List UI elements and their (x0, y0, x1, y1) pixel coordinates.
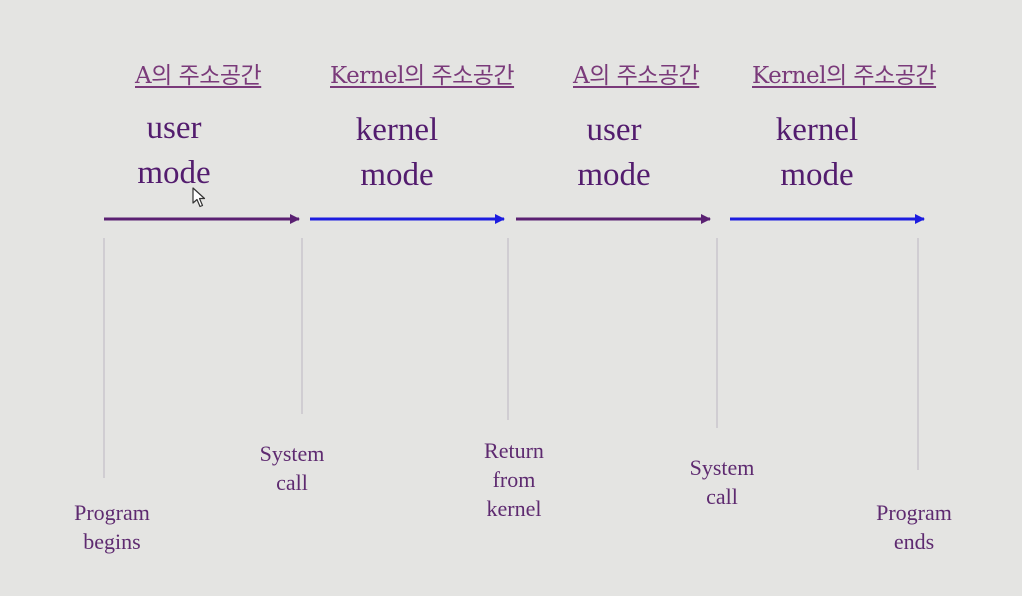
event-label-system-call-2: System call (676, 453, 768, 511)
mode-label-user-2: user mode (568, 108, 660, 198)
event-label-line: from (492, 467, 536, 492)
mode-label-user-1: user mode (128, 106, 220, 196)
event-label-line: kernel (486, 496, 542, 521)
event-label-line: call (276, 470, 308, 495)
address-space-label-3: A의 주소공간 (573, 63, 700, 89)
event-label-program-begins: Program begins (62, 498, 162, 556)
mode-label-line2: mode (577, 157, 651, 193)
address-space-label-1: A의 주소공간 (135, 63, 262, 89)
event-label-line: Program (74, 500, 150, 525)
mode-label-line2: mode (137, 155, 211, 191)
mode-label-line2: mode (360, 157, 434, 193)
mode-label-kernel-1: kernel mode (345, 108, 449, 198)
mouse-pointer-icon (192, 187, 206, 208)
mode-label-line1: kernel (775, 112, 859, 148)
mode-label-line1: user (146, 110, 202, 146)
mode-label-line1: user (586, 112, 642, 148)
address-space-label-2: Kernel의 주소공간 (330, 63, 515, 89)
event-label-line: Program (876, 500, 952, 525)
event-label-line: System (259, 441, 325, 466)
event-label-line: System (689, 455, 755, 480)
mode-label-line1: kernel (355, 112, 439, 148)
event-label-line: begins (83, 529, 141, 554)
event-label-line: call (706, 484, 738, 509)
mode-label-kernel-2: kernel mode (765, 108, 869, 198)
event-label-program-ends: Program ends (864, 498, 964, 556)
event-label-return-from-kernel: Return from kernel (468, 436, 560, 523)
address-space-label-4: Kernel의 주소공간 (752, 63, 937, 89)
event-label-line: ends (893, 529, 935, 554)
event-label-system-call-1: System call (246, 439, 338, 497)
mode-label-line2: mode (780, 157, 854, 193)
event-label-line: Return (484, 438, 544, 463)
